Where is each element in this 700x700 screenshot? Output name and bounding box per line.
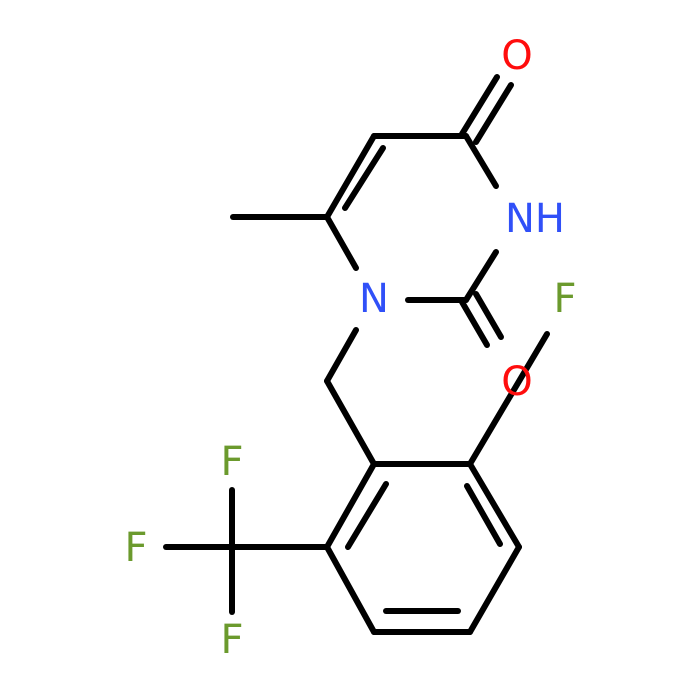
bond-ring-f xyxy=(467,331,550,467)
bond-c6-c5 xyxy=(324,133,377,220)
bond-n1-c6 xyxy=(324,214,359,271)
bonds xyxy=(163,74,550,635)
bond-ring-5 xyxy=(324,544,377,635)
atom-o4: O xyxy=(501,33,532,79)
atom-n1: N xyxy=(359,276,389,322)
bond-n1-ch2 xyxy=(324,327,359,384)
bond-c4-n3 xyxy=(463,133,499,189)
atom-f-cf3-left: F xyxy=(124,525,147,571)
atom-f-cf3-bottom: F xyxy=(220,617,243,663)
bond-c2-o2-a xyxy=(459,299,490,348)
bond-ring-2-inner xyxy=(464,483,503,547)
bond-ch2-c1prime xyxy=(324,378,377,467)
bond-c2-o2-b xyxy=(473,291,504,340)
bond-c4-o4-a xyxy=(459,74,500,137)
atom-n3h: NH xyxy=(505,196,565,242)
atom-f-ring: F xyxy=(553,276,576,322)
atom-o2: O xyxy=(501,359,532,405)
bond-ring-6 xyxy=(324,461,377,550)
bond-ring-2 xyxy=(467,461,522,550)
bond-c6-c5-inner xyxy=(342,145,386,211)
atom-labels: O NH N O F F F F xyxy=(124,33,576,663)
bond-n3-c2 xyxy=(463,249,499,303)
bond-c4-o4-b xyxy=(473,82,514,145)
atom-f-cf3-top: F xyxy=(220,439,243,485)
bond-ring-6-inner xyxy=(345,481,389,550)
bond-ring-3 xyxy=(467,544,522,635)
